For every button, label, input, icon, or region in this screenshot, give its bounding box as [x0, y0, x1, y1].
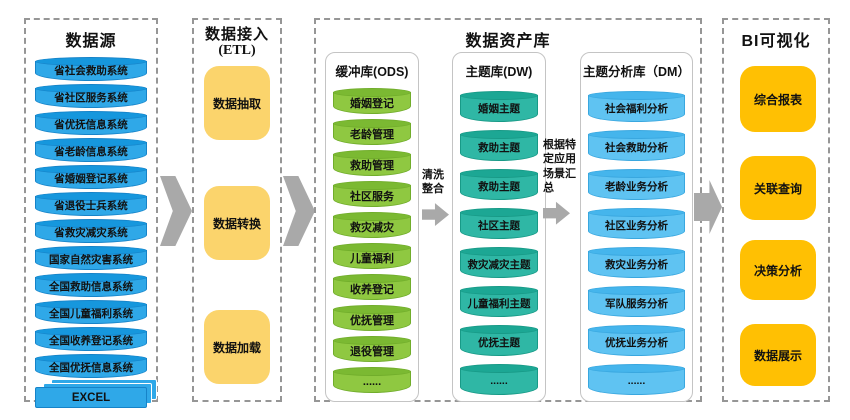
source-database: 省救灾减灾系统 [35, 219, 147, 243]
etl-step-load: 数据加载 [204, 310, 270, 384]
dm-database: ...... [588, 364, 685, 395]
etl-panel: 数据接入 (ETL) 数据抽取 数据转换 数据加载 [192, 18, 282, 402]
dw-database: 救助主题 [460, 169, 538, 200]
sources-title: 数据源 [65, 33, 117, 50]
dw-database: 救助主题 [460, 130, 538, 161]
dm-database: 社会福利分析 [588, 91, 685, 122]
dw-list: 婚姻主题 救助主题 救助主题 社区主题 救灾减灾主题 儿童福利主题 优抚主题 .… [460, 83, 538, 395]
ods-database: 社区服务 [333, 181, 411, 207]
asset-repo-title: 数据资产库 [465, 33, 551, 50]
ods-database: 优抚管理 [333, 305, 411, 331]
source-database: 省婚姻登记系统 [35, 165, 147, 189]
flow-dw-to-dm: 根据特定应用场景汇总 [543, 138, 580, 226]
dw-title: 主题库(DW) [465, 65, 533, 79]
dw-database: 优抚主题 [460, 325, 538, 356]
ods-database: 老龄管理 [333, 119, 411, 145]
flow-ods-to-dw: 清洗整合 [422, 168, 450, 228]
ods-column: 缓冲库(ODS) 婚姻登记 老龄管理 救助管理 社区服务 救灾减灾 儿童福利 收… [325, 52, 419, 402]
dw-database: 救灾减灾主题 [460, 247, 538, 278]
ods-database: 救灾减灾 [333, 212, 411, 238]
flow-ods-to-dw-arrow-icon [422, 203, 449, 227]
dm-database: 优抚业务分析 [588, 325, 685, 356]
bi-decision-analysis: 决策分析 [740, 240, 816, 300]
source-database: 国家自然灾害系统 [35, 246, 147, 270]
source-database: 全国收养登记系统 [35, 327, 147, 351]
bi-panel: BI可视化 综合报表 关联查询 决策分析 数据展示 [722, 18, 830, 402]
source-database: 全国救助信息系统 [35, 273, 147, 297]
ods-list: 婚姻登记 老龄管理 救助管理 社区服务 救灾减灾 儿童福利 收养登记 优抚管理 … [333, 83, 411, 393]
dm-column: 主题分析库（DM） 社会福利分析 社会救助分析 老龄业务分析 社区业务分析 救灾… [580, 52, 693, 402]
dw-database: 社区主题 [460, 208, 538, 239]
ods-database: 收养登记 [333, 274, 411, 300]
dm-title: 主题分析库（DM） [583, 65, 690, 79]
sources-panel: 数据源 省社会救助系统 省社区服务系统 省优抚信息系统 省老龄信息系统 省婚姻登… [24, 18, 158, 408]
dm-database: 老龄业务分析 [588, 169, 685, 200]
ods-title: 缓冲库(ODS) [335, 65, 409, 79]
ods-database: 救助管理 [333, 150, 411, 176]
arrow-etl-to-repo-icon [283, 176, 315, 246]
bi-data-display: 数据展示 [740, 324, 816, 386]
ods-database: 儿童福利 [333, 243, 411, 269]
dm-list: 社会福利分析 社会救助分析 老龄业务分析 社区业务分析 救灾业务分析 军队服务分… [588, 83, 685, 395]
dw-database: ...... [460, 364, 538, 395]
source-database: 省社区服务系统 [35, 84, 147, 108]
ods-database: ...... [333, 367, 411, 393]
flow-ods-to-dw-label: 清洗整合 [422, 169, 444, 196]
etl-title: 数据接入 [204, 26, 269, 43]
excel-files-stack: EXCEL [35, 379, 157, 408]
source-database: 全国儿童福利系统 [35, 300, 147, 324]
excel-sheet-front: EXCEL [35, 387, 147, 408]
dm-database: 社会救助分析 [588, 130, 685, 161]
bi-title: BI可视化 [741, 33, 811, 50]
ods-database: 退役管理 [333, 336, 411, 362]
etl-subtitle: (ETL) [218, 43, 256, 59]
bi-report: 综合报表 [740, 66, 816, 132]
source-database: 省社会救助系统 [35, 57, 147, 81]
source-database: 全国优抚信息系统 [35, 354, 147, 378]
etl-step-extract: 数据抽取 [204, 66, 270, 140]
dw-database: 婚姻主题 [460, 91, 538, 122]
flow-dw-to-dm-arrow-icon [543, 201, 570, 225]
asset-repo-panel: 数据资产库 缓冲库(ODS) 婚姻登记 老龄管理 救助管理 社区服务 救灾减灾 … [314, 18, 702, 402]
dw-column: 主题库(DW) 婚姻主题 救助主题 救助主题 社区主题 救灾减灾主题 儿童福利主… [452, 52, 546, 402]
dm-database: 社区业务分析 [588, 208, 685, 239]
dw-database: 儿童福利主题 [460, 286, 538, 317]
bi-linked-query: 关联查询 [740, 156, 816, 220]
source-database: 省老龄信息系统 [35, 138, 147, 162]
source-database: 省优抚信息系统 [35, 111, 147, 135]
dm-database: 救灾业务分析 [588, 247, 685, 278]
source-database: 省退役士兵系统 [35, 192, 147, 216]
sources-list: 省社会救助系统 省社区服务系统 省优抚信息系统 省老龄信息系统 省婚姻登记系统 … [35, 54, 157, 408]
ods-database: 婚姻登记 [333, 88, 411, 114]
dm-database: 军队服务分析 [588, 286, 685, 317]
arrow-sources-to-etl-icon [160, 176, 192, 246]
etl-step-transform: 数据转换 [204, 186, 270, 260]
flow-dw-to-dm-label: 根据特定应用场景汇总 [543, 139, 576, 194]
